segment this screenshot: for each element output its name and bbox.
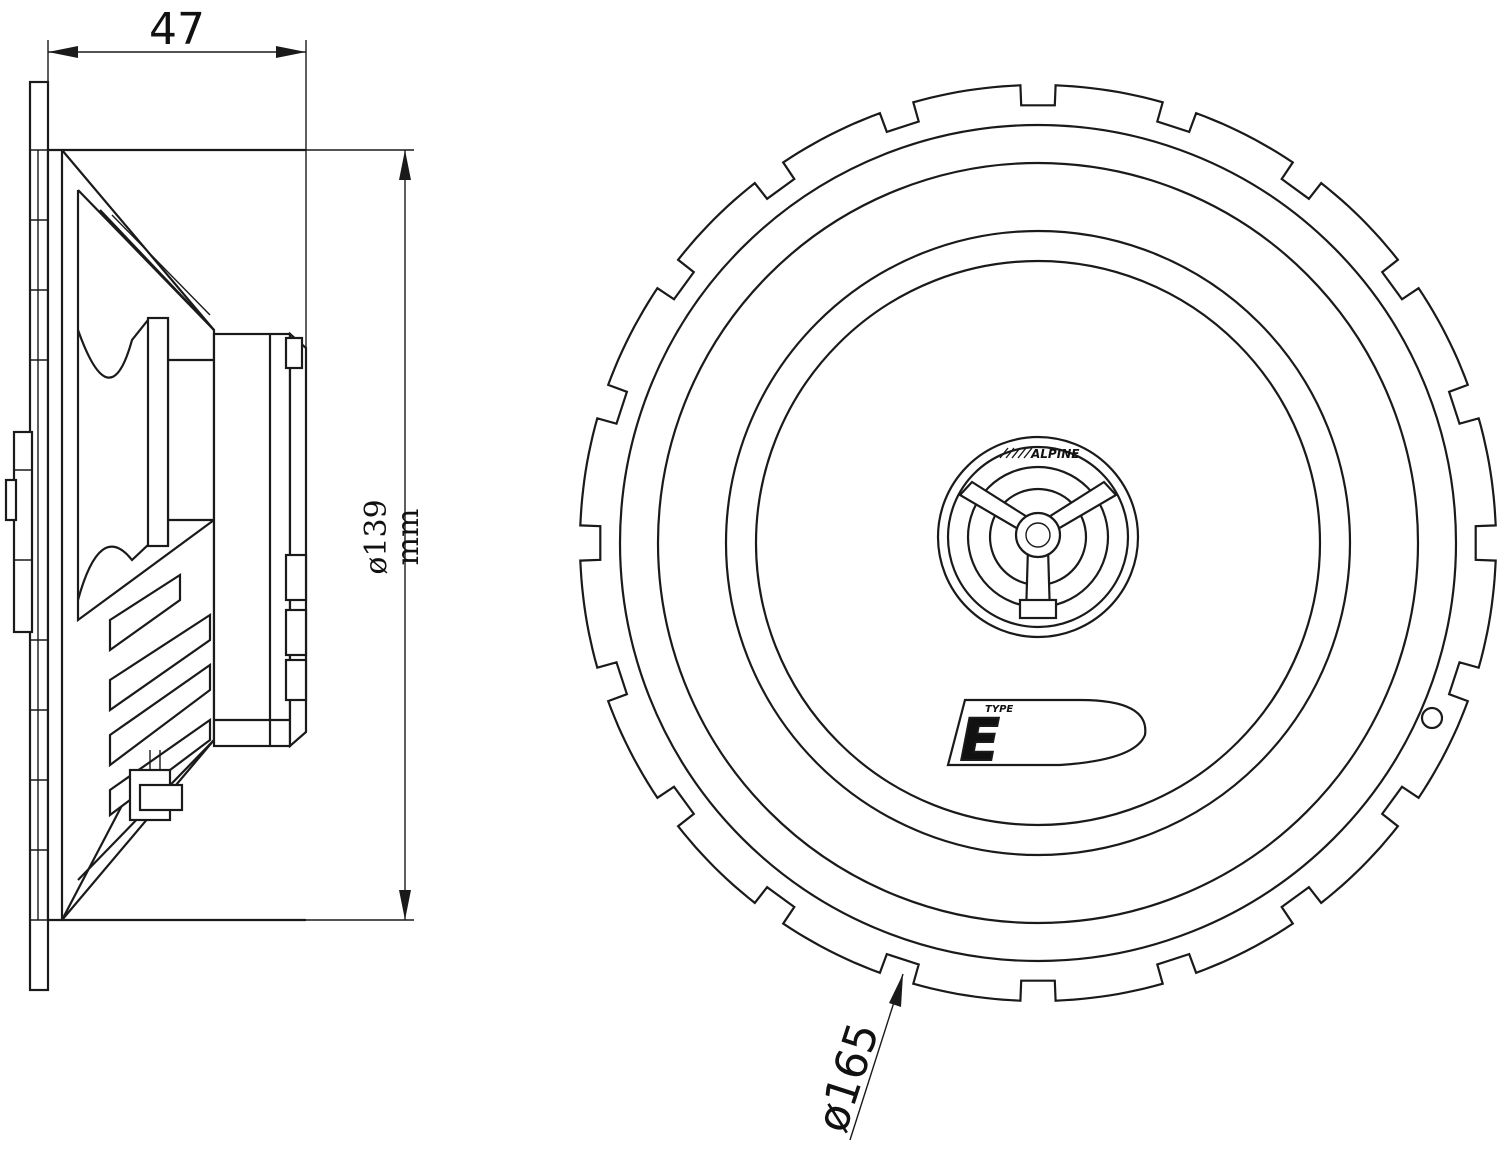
mounting-hole bbox=[1420, 706, 1444, 730]
outer-diameter-dimension: ø165 bbox=[807, 973, 904, 1141]
depth-label: 47 bbox=[149, 4, 205, 55]
wire-terminal bbox=[128, 750, 184, 822]
tweeter-ring-mid bbox=[946, 445, 1130, 629]
tweeter-bridge bbox=[958, 480, 1118, 620]
mount-diameter-label: ø139 bbox=[359, 499, 394, 574]
ring-1 bbox=[618, 123, 1458, 963]
tweeter-center-cap bbox=[1014, 511, 1062, 559]
ring-4 bbox=[754, 259, 1322, 827]
outer-diameter-label: ø165 bbox=[807, 1017, 890, 1138]
flange-ribs bbox=[30, 219, 48, 851]
tweeter-ring-outer bbox=[936, 435, 1140, 639]
ring-2 bbox=[656, 161, 1420, 925]
ring-3 bbox=[724, 229, 1352, 857]
brand-logo-text: ALPINE bbox=[1030, 447, 1080, 461]
series-badge-text: E bbox=[960, 706, 1000, 774]
tweeter-assembly: ALPINE bbox=[936, 435, 1140, 639]
depth-dimension: 47 bbox=[47, 4, 307, 360]
mount-diameter-unit: mm bbox=[391, 509, 426, 566]
magnet-assembly bbox=[212, 331, 308, 749]
side-view: 47 bbox=[4, 4, 426, 992]
flange-terminal bbox=[4, 430, 34, 634]
speaker-cone bbox=[76, 316, 214, 601]
front-view: ALPINE E TYPE ø165 bbox=[579, 84, 1497, 1141]
series-badge: E TYPE bbox=[946, 698, 1147, 775]
series-badge-subtext: TYPE bbox=[985, 704, 1013, 715]
brand-logo: ALPINE bbox=[999, 447, 1080, 461]
tweeter-center-dot bbox=[1025, 522, 1051, 548]
speaker-basket bbox=[46, 148, 306, 922]
mount-diameter-dimension: ø139 mm bbox=[306, 149, 426, 921]
